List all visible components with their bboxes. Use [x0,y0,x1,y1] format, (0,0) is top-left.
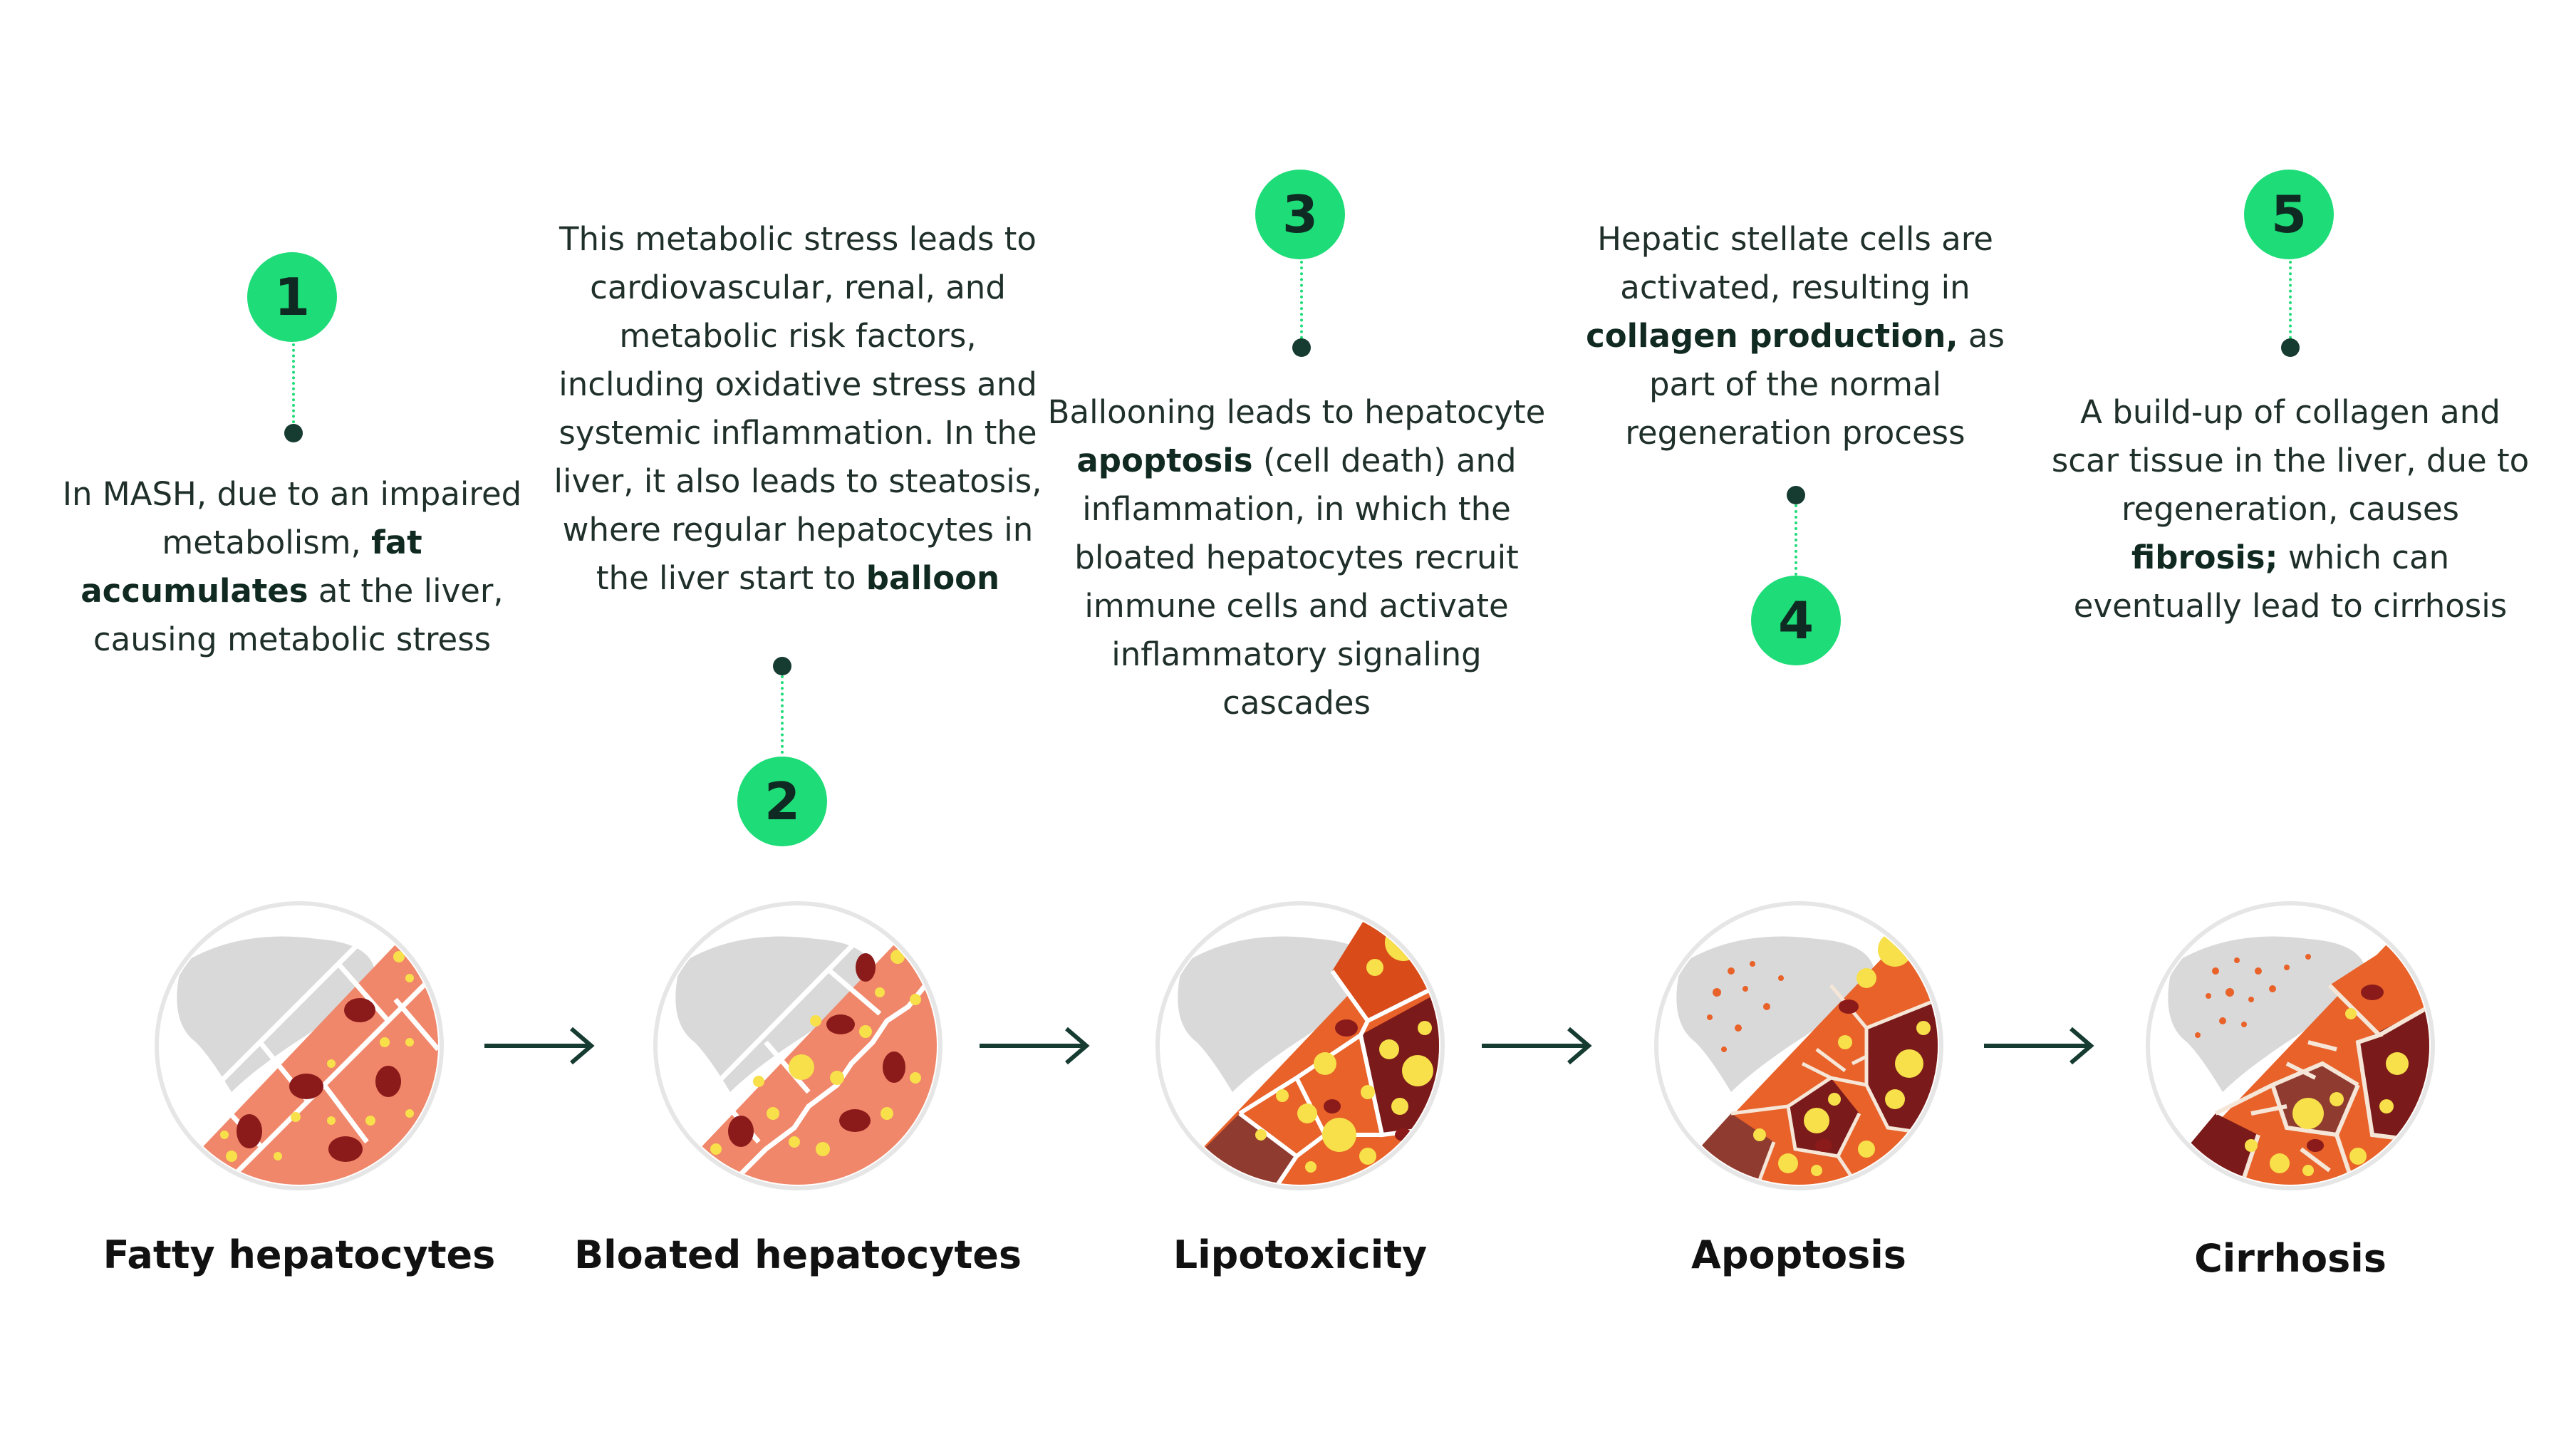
emphasis-text: apoptosis [1076,442,1253,479]
connector-dot [1787,486,1805,504]
emphasis-text: fat accumulates [80,524,422,610]
connector-line [781,675,784,754]
step-title: Fatty hepatocytes [103,1232,496,1277]
step-description: Hepatic stellate cells are activated, re… [1553,215,2037,457]
connector-line [1795,504,1797,576]
step-number-badge: 1 [247,252,337,342]
cirrhosis-illustration [2146,901,2435,1190]
description-text: A build-up of collagen and scar tissue i… [2051,393,2530,528]
step-number-badge: 5 [2244,170,2334,259]
step-description: A build-up of collagen and scar tissue i… [2045,388,2536,630]
arrow-right-icon [980,1027,1090,1065]
description-text: In MASH, due to an impaired metabolism, [62,475,522,561]
description-text: Hepatic stellate cells are activated, re… [1597,220,1993,306]
step-description: Ballooning leads to hepatocyte apoptosis… [1047,388,1546,727]
liver-icon [1676,936,1874,1092]
bloated-hepatocytes-illustration [653,901,942,1190]
arrow-right-icon [1482,1027,1592,1065]
connector-line [292,343,295,429]
fatty-hepatocytes-illustration [155,901,444,1190]
step-number-badge: 2 [737,757,827,846]
step-title: Bloated hepatocytes [574,1232,1022,1277]
connector-line [2289,261,2292,345]
connector-dot [2281,338,2300,357]
step-title: Lipotoxicity [1173,1232,1428,1277]
arrow-right-icon [1984,1027,2094,1065]
step-number-badge: 3 [1255,170,1345,259]
arrow-right-icon [484,1027,595,1065]
step-title: Cirrhosis [2194,1236,2387,1281]
description-text: (cell death) and inflammation, in which … [1074,442,1519,722]
liver-icon [2168,936,2365,1092]
description-text: This metabolic stress leads to cardiovas… [554,220,1042,597]
emphasis-text: collagen production, [1586,317,1958,355]
lipotoxicity-illustration [1155,901,1445,1190]
description-text: Ballooning leads to hepatocyte [1047,393,1546,431]
description-text: as part of the normal regeneration proce… [1625,317,2005,452]
connector-line [1300,261,1303,345]
description-text: at the liver, causing metabolic stress [93,572,504,658]
step-number-badge: 4 [1751,576,1841,665]
connector-dot [773,657,791,675]
emphasis-text: fibrosis; [2131,539,2278,576]
connector-dot [1292,338,1311,357]
connector-dot [284,424,303,442]
liver-icon [1178,936,1375,1092]
apoptosis-illustration [1654,901,1943,1190]
description-text: which can eventually lead to cirrhosis [2073,539,2508,625]
emphasis-text: balloon [866,559,1000,597]
step-title: Apoptosis [1691,1232,1906,1277]
step-description: This metabolic stress leads to cardiovas… [549,215,1047,603]
step-description: In MASH, due to an impaired metabolism, … [50,470,534,664]
